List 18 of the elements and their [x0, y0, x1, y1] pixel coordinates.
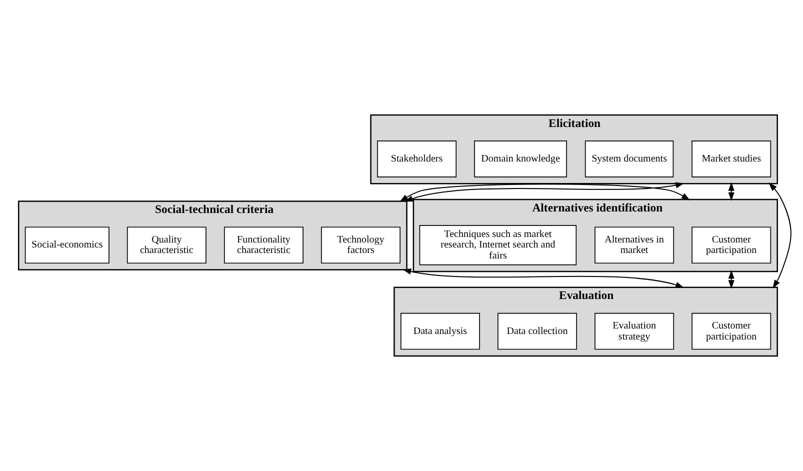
arrow	[768, 182, 792, 289]
node-box: Customer participation	[692, 312, 772, 350]
node-box: Techniques such as market research, Internet search and fairs	[419, 225, 577, 266]
node-box: Customer participation	[692, 226, 772, 264]
node-box: Domain knowledge	[474, 140, 567, 178]
node-box: Data analysis	[400, 312, 480, 350]
node-box: Data collection	[498, 312, 577, 350]
node-box: System documents	[584, 140, 674, 178]
arrow	[402, 268, 684, 288]
node-box: Market studies	[692, 140, 772, 178]
node-box: Technology factors	[321, 226, 400, 264]
node-box: Social-economics	[24, 226, 110, 264]
node-box: Quality characteristic	[126, 226, 206, 264]
node-box: Alternatives in market	[594, 226, 674, 264]
node-box: Stakeholders	[377, 140, 457, 178]
node-box: Evaluation strategy	[594, 312, 674, 350]
node-box: Functionality characteristic	[224, 226, 304, 264]
arrow	[728, 270, 734, 289]
